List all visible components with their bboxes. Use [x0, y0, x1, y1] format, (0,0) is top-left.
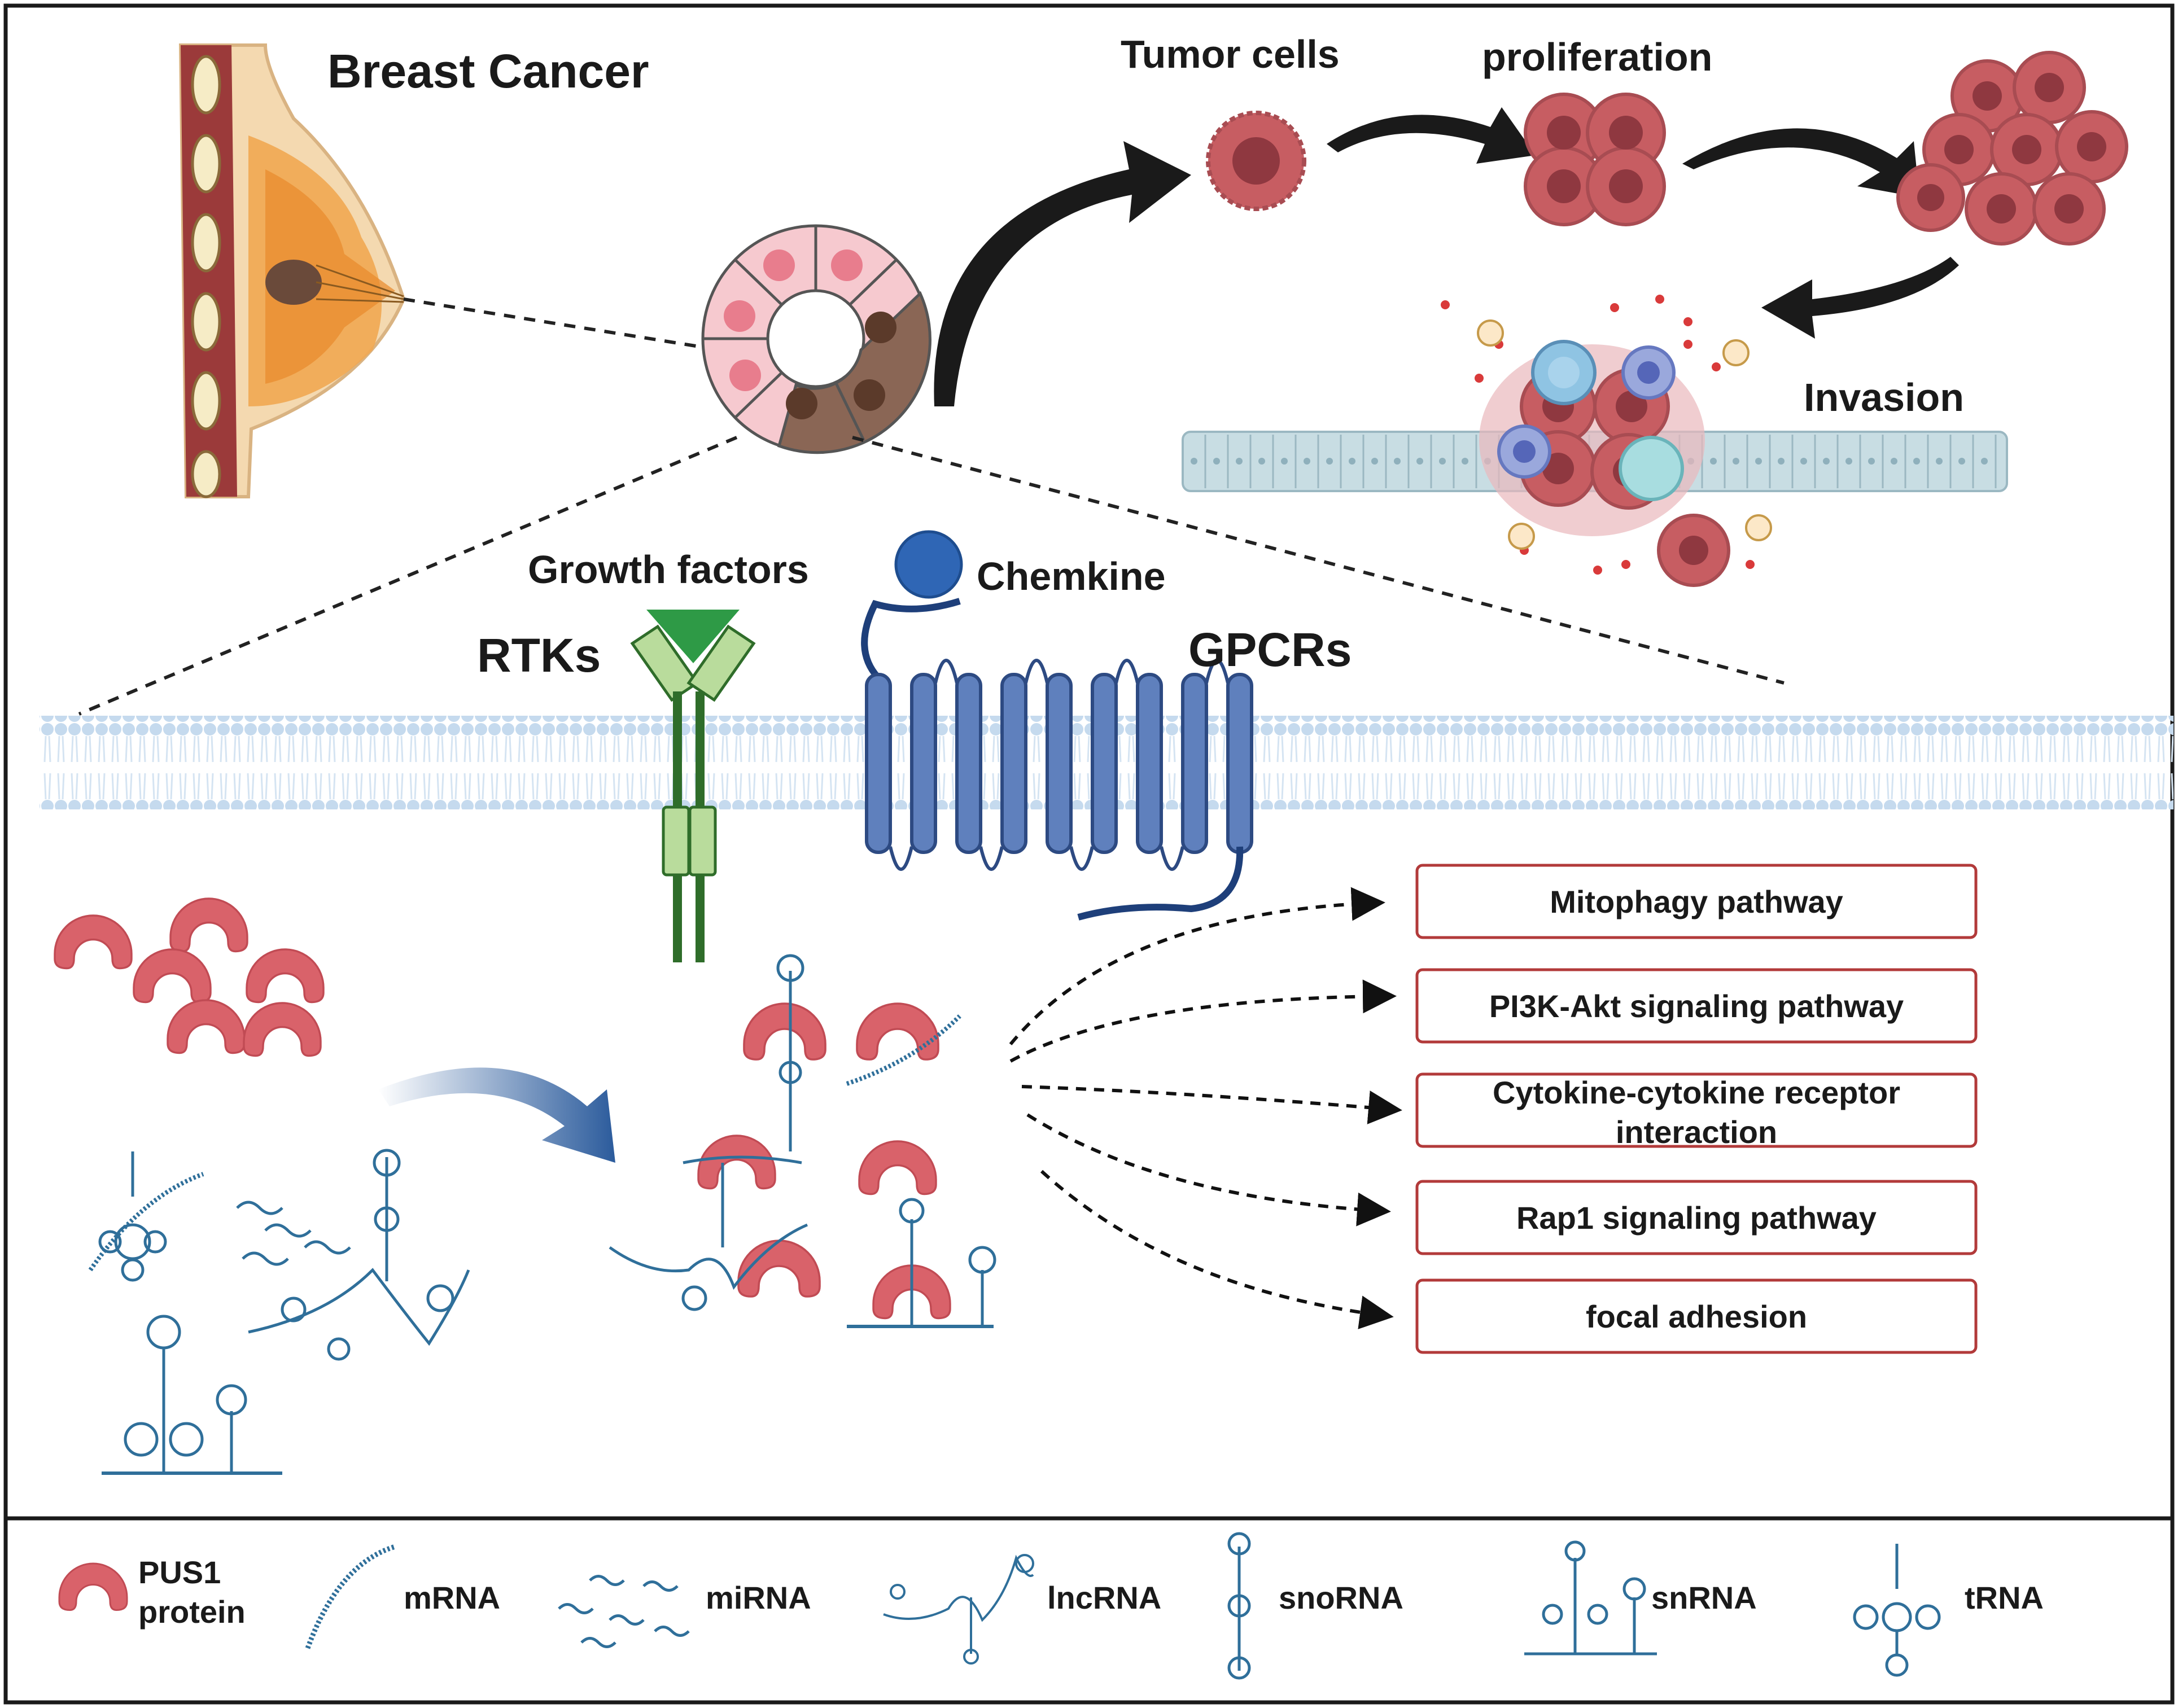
- gpcrs-label: GPCRs: [1188, 623, 1352, 676]
- mass-to-invasion-arrow: [1761, 257, 1959, 339]
- legend-lncrna-icon: [883, 1554, 1034, 1665]
- invading-tumor: [1441, 295, 1772, 587]
- legend: PUS1 protein mRNA miRNA lncRNA snoRN: [58, 1532, 2044, 1680]
- pathway-box-1: Mitophagy pathway: [1415, 864, 1978, 939]
- rtk-receptor: [630, 610, 756, 962]
- legend-snrna-label: snRNA: [1651, 1580, 1757, 1615]
- gpcr-receptor: [861, 530, 1253, 921]
- tumor-to-proliferation-arrow: [1327, 107, 1536, 164]
- pathway-arrows: [1009, 887, 1402, 1329]
- pathway-box-2: PI3K-Akt signaling pathway: [1415, 968, 1978, 1044]
- outer-frame: [3, 3, 2175, 1705]
- binding-arrow: [378, 1067, 615, 1163]
- epithelium-cell-nucleus: [1439, 458, 1446, 465]
- epithelium-cell-nucleus: [1778, 458, 1785, 465]
- duct-to-tumor-arrow: [934, 141, 1191, 406]
- epithelium-cell-nucleus: [1823, 458, 1830, 465]
- epithelium-cell-nucleus: [1981, 458, 1988, 465]
- free-rna-species: [88, 1149, 470, 1475]
- epithelium-cell-nucleus: [1281, 458, 1288, 465]
- epithelium-cell-nucleus: [1191, 458, 1197, 465]
- zoom-line-right: [852, 436, 1785, 685]
- legend-mirna-icon: [558, 1575, 690, 1648]
- invasion-label: Invasion: [1804, 375, 1964, 419]
- epithelium-cell-nucleus: [1891, 458, 1897, 465]
- epithelium-cell-nucleus: [1416, 458, 1423, 465]
- legend-trna-icon: [1853, 1544, 1941, 1677]
- legend-snorna-icon: [1227, 1532, 1251, 1680]
- epithelium-cell-nucleus: [1845, 458, 1852, 465]
- pus1-rna-complexes: [609, 954, 996, 1328]
- pathway-3-label-line1: Cytokine-cytokine receptor: [1493, 1075, 1900, 1110]
- legend-pus1-label-line1: PUS1: [138, 1554, 221, 1590]
- legend-mrna-label: mRNA: [404, 1580, 500, 1615]
- epithelium-cell-nucleus: [1868, 458, 1875, 465]
- pathway-1-label: Mitophagy pathway: [1550, 884, 1843, 919]
- chemkine-label: Chemkine: [977, 554, 1166, 598]
- legend-trna-label: tRNA: [1965, 1580, 2044, 1615]
- epithelium-cell-nucleus: [1349, 458, 1355, 465]
- epithelium-cell-nucleus: [1258, 458, 1265, 465]
- legend-mrna-icon: [305, 1544, 396, 1649]
- epithelium-cell-nucleus: [1710, 458, 1717, 465]
- epithelium-cell-nucleus: [1936, 458, 1943, 465]
- mammary-duct: [701, 224, 931, 454]
- epithelium-cell-nucleus: [1462, 458, 1468, 465]
- proliferation-label: proliferation: [1482, 35, 1712, 79]
- epithelium-cell-nucleus: [1800, 458, 1807, 465]
- epithelium-cell-nucleus: [1213, 458, 1220, 465]
- pathway-box-4: Rap1 signaling pathway: [1415, 1180, 1978, 1255]
- pathway-3-label-line2: interaction: [1616, 1114, 1777, 1150]
- epithelium-cell-nucleus: [1394, 458, 1401, 465]
- proliferation-to-mass-arrow: [1682, 128, 1919, 198]
- legend-snorna-label: snoRNA: [1279, 1580, 1403, 1615]
- breast-illustration: [178, 43, 406, 498]
- epithelium-cell-nucleus: [1304, 458, 1310, 465]
- rtks-label: RTKs: [477, 629, 601, 682]
- pathway-box-3: Cytokine-cytokine receptor interaction: [1415, 1072, 1978, 1150]
- legend-pus1-label-line2: protein: [138, 1594, 246, 1630]
- legend-snrna-icon: [1524, 1540, 1657, 1656]
- pathway-5-label: focal adhesion: [1586, 1299, 1807, 1334]
- legend-lncrna-label: lncRNA: [1047, 1580, 1161, 1615]
- single-tumor-cell: [1206, 111, 1306, 211]
- tumor-cells-label: Tumor cells: [1121, 32, 1340, 76]
- epithelium-cell-nucleus: [1326, 458, 1333, 465]
- epithelium-cell-nucleus: [1755, 458, 1762, 465]
- pathway-2-label: PI3K-Akt signaling pathway: [1489, 988, 1904, 1024]
- epithelium-cell-nucleus: [1236, 458, 1243, 465]
- pathway-box-5: focal adhesion: [1415, 1278, 1978, 1354]
- epithelium-cell-nucleus: [1733, 458, 1739, 465]
- breast-cancer-title: Breast Cancer: [327, 45, 649, 98]
- pathway-4-label: Rap1 signaling pathway: [1516, 1200, 1877, 1236]
- legend-pus1-icon: [58, 1562, 128, 1611]
- epithelium-cell-nucleus: [1913, 458, 1920, 465]
- proliferating-cells: [1524, 93, 1666, 226]
- epithelium-cell-nucleus: [1371, 458, 1378, 465]
- legend-mirna-label: miRNA: [706, 1580, 811, 1615]
- epithelium-cell-nucleus: [1958, 458, 1965, 465]
- breast-to-duct-connector: [403, 297, 703, 349]
- zoom-line-left: [78, 436, 738, 716]
- growth-factors-label: Growth factors: [528, 548, 809, 592]
- pus1-protein-cluster: [54, 897, 325, 1057]
